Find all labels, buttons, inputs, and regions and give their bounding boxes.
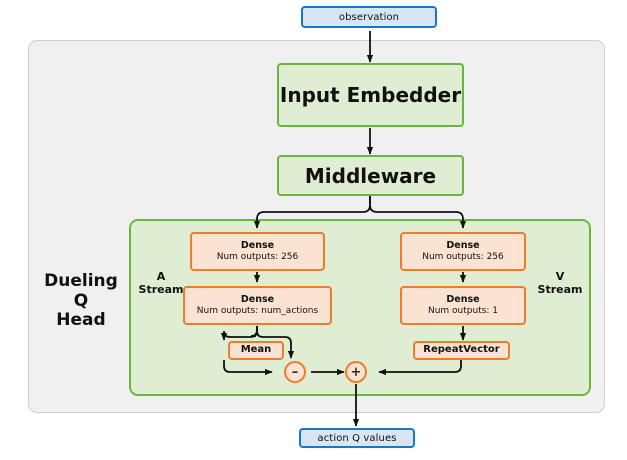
a-stream-dense-num-actions-title: Dense [240, 293, 275, 305]
v-stream-dense-256-subtitle: Num outputs: 256 [422, 251, 504, 262]
v-stream-dense-1-box: Dense Num outputs: 1 [400, 286, 526, 325]
middleware-box: Middleware [277, 155, 464, 196]
a-stream-label: A Stream [137, 270, 185, 296]
a-stream-dense-256-title: Dense [240, 239, 275, 251]
repeat-vector-label: RepeatVector [423, 344, 500, 356]
action-q-values-label: action Q values [317, 432, 397, 444]
observation-label: observation [338, 11, 400, 23]
a-stream-dense-num-actions-subtitle: Num outputs: num_actions [196, 305, 319, 316]
v-stream-dense-1-title: Dense [446, 293, 480, 305]
v-stream-dense-1-subtitle: Num outputs: 1 [427, 305, 499, 316]
observation-box: observation [301, 6, 437, 28]
subtract-operator-symbol: – [291, 364, 299, 380]
a-stream-dense-num-actions-box: Dense Num outputs: num_actions [183, 286, 332, 325]
add-operator-circle: + [345, 361, 367, 383]
add-operator-symbol: + [350, 364, 362, 380]
v-stream-label-line1: V [555, 270, 565, 283]
subtract-operator-circle: – [284, 361, 306, 383]
a-stream-dense-256-subtitle: Num outputs: 256 [216, 251, 299, 262]
input-embedder-box: Input Embedder [277, 63, 464, 127]
repeat-vector-box: RepeatVector [413, 341, 510, 360]
dueling-q-head-label-line2: Head [56, 310, 106, 331]
dueling-q-head-label: Dueling Q Head [34, 271, 128, 331]
dueling-q-head-label-line1: Dueling Q [44, 271, 118, 311]
mean-box: Mean [228, 341, 284, 360]
mean-label: Mean [240, 344, 272, 356]
v-stream-label-line2: Stream [537, 282, 583, 296]
v-stream-dense-256-title: Dense [446, 239, 480, 251]
action-q-values-box: action Q values [299, 428, 415, 448]
v-stream-label: V Stream [535, 270, 585, 296]
a-stream-label-line2: Stream [138, 282, 184, 296]
middleware-label: Middleware [304, 163, 437, 188]
input-embedder-label: Input Embedder [279, 83, 462, 107]
v-stream-dense-256-box: Dense Num outputs: 256 [400, 232, 526, 271]
a-stream-label-line1: A [156, 270, 166, 283]
a-stream-dense-256-box: Dense Num outputs: 256 [190, 232, 325, 271]
